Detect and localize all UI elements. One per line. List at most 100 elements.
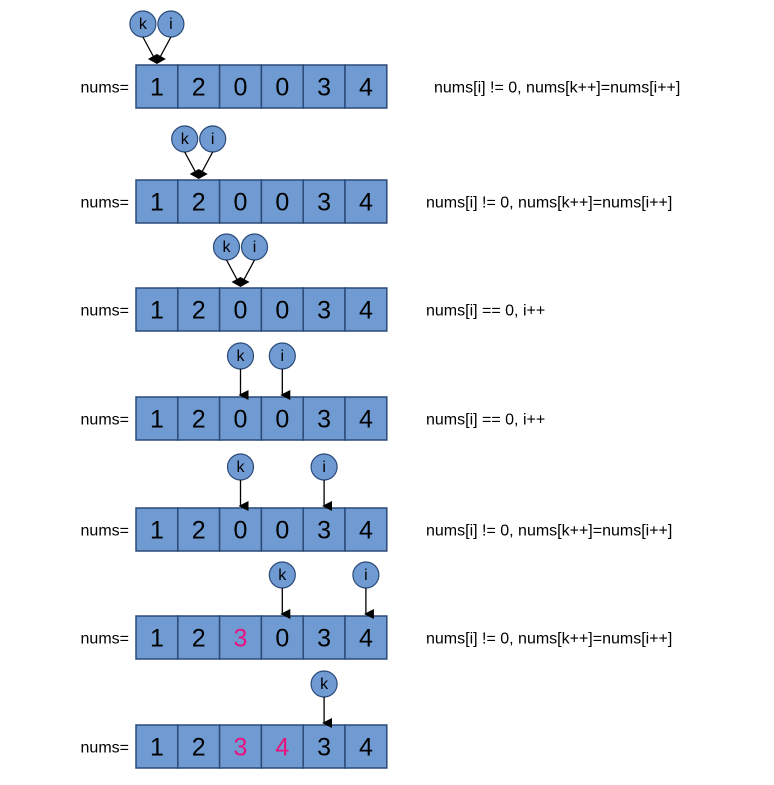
step-note: nums[i] != 0, nums[k++]=nums[i++]: [426, 523, 672, 540]
cell-value: 2: [192, 74, 206, 102]
i-pointer-label: i: [322, 459, 326, 476]
array-cell: [218, 64, 263, 109]
cell-value: 1: [150, 517, 164, 545]
array-cell: [177, 287, 221, 332]
k-pointer-label: k: [237, 348, 246, 365]
array-cell: [218, 724, 263, 769]
cell-value: 1: [150, 189, 164, 217]
array-cell: [218, 287, 263, 332]
array-cell: [260, 287, 304, 332]
step-note: nums[i] != 0, nums[k++]=nums[i++]: [426, 631, 672, 648]
i-pointer-label: i: [281, 348, 285, 365]
array-cell: [177, 724, 221, 769]
k-pointer-label: k: [181, 131, 190, 148]
array-label: nums=: [81, 412, 129, 429]
cell-value: 1: [150, 625, 164, 653]
array-label: nums=: [81, 740, 129, 757]
cell-value: 2: [192, 734, 206, 762]
cell-value: 0: [275, 625, 289, 653]
k-pointer-label: k: [139, 16, 148, 33]
cell-value: 0: [234, 406, 248, 434]
merge-arrowhead: [147, 54, 166, 64]
cell-value: 3: [317, 297, 331, 325]
array-cell: [218, 179, 263, 224]
array-cell: [135, 64, 179, 109]
array-label: nums=: [81, 631, 129, 648]
cell-value: 2: [192, 297, 206, 325]
array-label: nums=: [81, 195, 129, 212]
cell-value: 3: [317, 734, 331, 762]
i-pointer-label: i: [253, 239, 257, 256]
array-cell: [302, 507, 346, 552]
cell-value: 0: [275, 74, 289, 102]
array-cell: [302, 64, 346, 109]
i-pointer-label: i: [169, 16, 173, 33]
array-cell: [177, 507, 221, 552]
cell-value: 4: [359, 74, 373, 102]
cell-value: 0: [275, 406, 289, 434]
array-cell: [177, 179, 221, 224]
cell-value: 4: [359, 517, 373, 545]
array-cell: [135, 287, 179, 332]
cell-value: 1: [150, 406, 164, 434]
cell-value: 2: [192, 406, 206, 434]
array-cell: [135, 507, 179, 552]
cell-value: 1: [150, 734, 164, 762]
cell-value: 3: [317, 625, 331, 653]
k-pointer-label: k: [223, 239, 232, 256]
cell-value: 0: [234, 297, 248, 325]
array-cell: [344, 507, 388, 552]
k-pointer-label: k: [237, 459, 246, 476]
cell-value: 3: [234, 734, 248, 762]
cell-value: 4: [359, 734, 373, 762]
cell-value: 0: [234, 74, 248, 102]
cell-value: 4: [275, 734, 289, 762]
cell-value: 0: [275, 297, 289, 325]
step-note: nums[i] != 0, nums[k++]=nums[i++]: [434, 80, 680, 97]
step-note: nums[i] == 0, i++: [426, 303, 545, 320]
step-note: nums[i] != 0, nums[k++]=nums[i++]: [426, 195, 672, 212]
array-cell: [302, 179, 346, 224]
array-cell: [135, 396, 179, 441]
cell-value: 4: [359, 406, 373, 434]
array-cell: [177, 396, 221, 441]
step-note: nums[i] == 0, i++: [426, 412, 545, 429]
merge-arrowhead: [231, 277, 250, 287]
cell-value: 1: [150, 297, 164, 325]
cell-value: 0: [234, 189, 248, 217]
cell-value: 0: [275, 189, 289, 217]
cell-value: 2: [192, 189, 206, 217]
array-cell: [302, 396, 346, 441]
array-cell: [344, 287, 388, 332]
i-pointer-label: i: [364, 567, 368, 584]
cell-value: 0: [275, 517, 289, 545]
cell-value: 3: [234, 625, 248, 653]
cell-value: 0: [234, 517, 248, 545]
array-cell: [135, 615, 179, 660]
array-cell: [135, 724, 179, 769]
cell-value: 3: [317, 406, 331, 434]
i-pointer-label: i: [211, 131, 215, 148]
cell-value: 1: [150, 74, 164, 102]
cell-value: 4: [359, 625, 373, 653]
cell-value: 3: [317, 189, 331, 217]
array-label: nums=: [81, 523, 129, 540]
array-cell: [344, 396, 388, 441]
array-cell: [177, 64, 221, 109]
cell-value: 4: [359, 189, 373, 217]
k-pointer-label: k: [278, 567, 287, 584]
cell-value: 2: [192, 517, 206, 545]
merge-arrowhead: [189, 169, 208, 179]
array-cell: [344, 64, 388, 109]
array-label: nums=: [81, 80, 129, 97]
array-cell: [344, 724, 388, 769]
array-label: nums=: [81, 303, 129, 320]
